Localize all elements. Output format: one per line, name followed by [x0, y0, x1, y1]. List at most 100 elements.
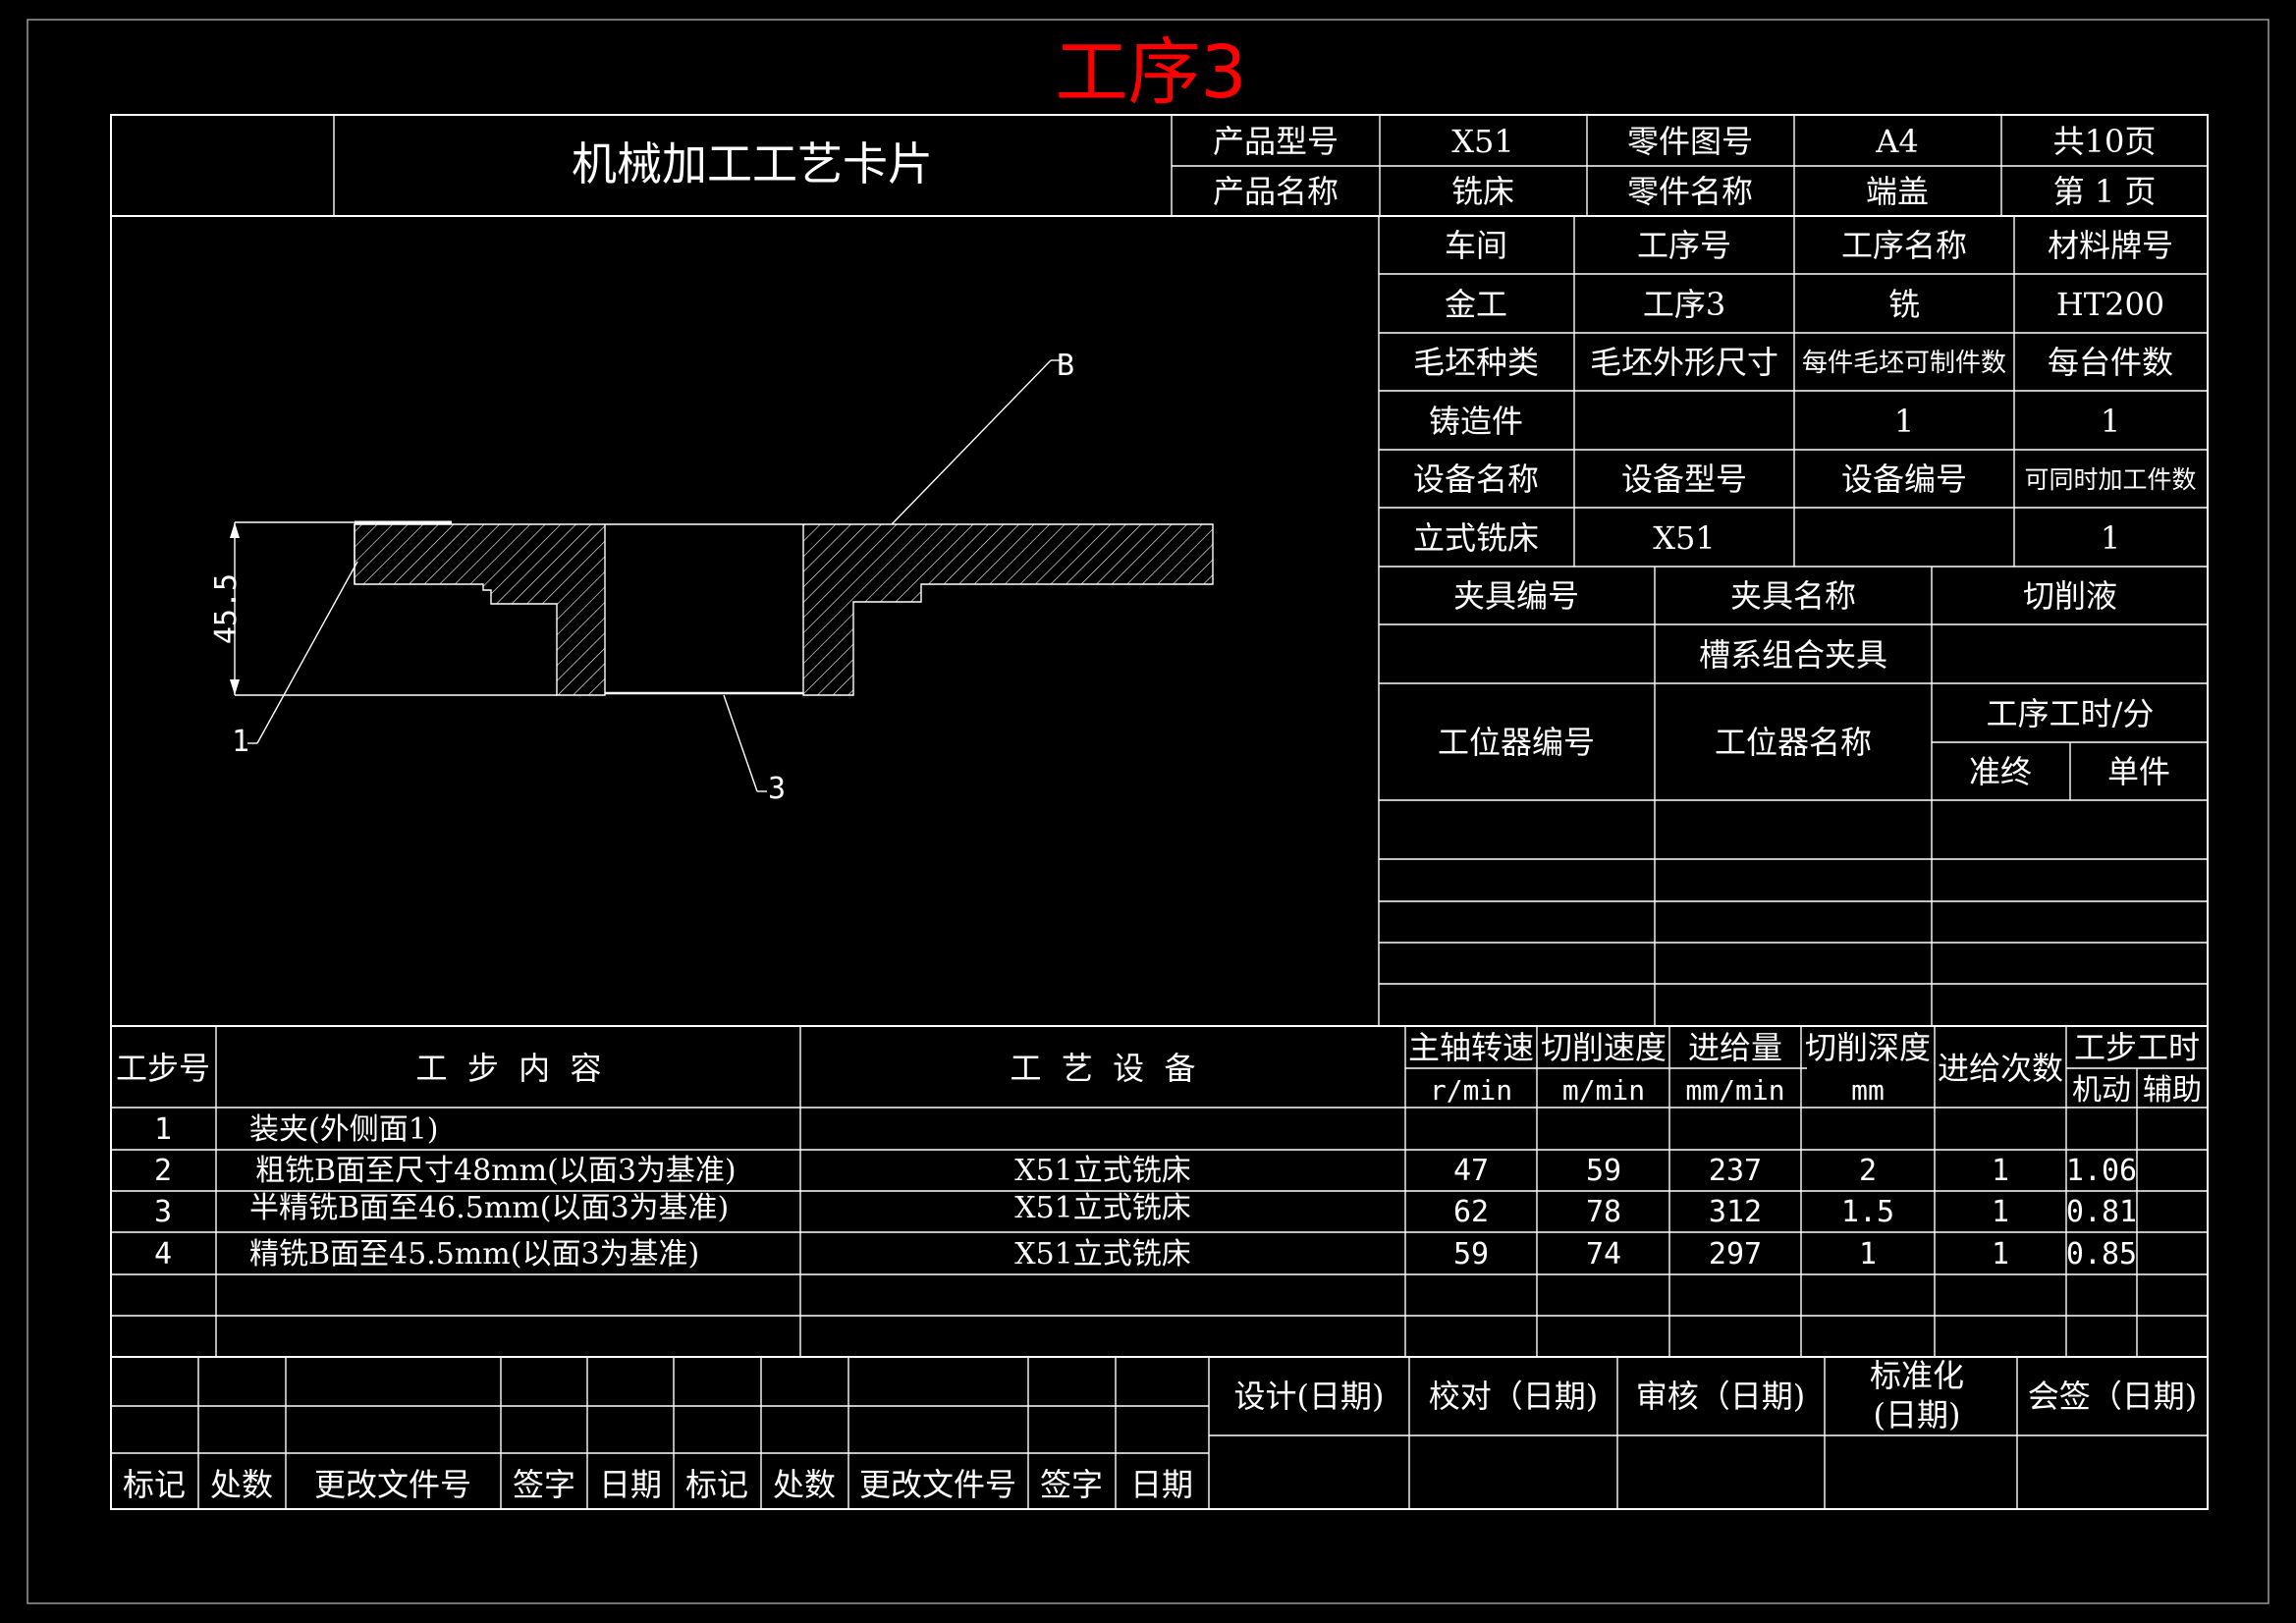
label-3: 3	[768, 772, 786, 806]
value-workshop: 金工	[1445, 286, 1507, 323]
dim-arrow-top	[230, 522, 240, 538]
section-outline	[354, 523, 1214, 696]
step-table-header: 工步号 工 步 内 容 工 艺 设 备 主轴转速 r/min 切削速度 m/mi…	[116, 1029, 2202, 1108]
step-machine-time: 0.81	[2066, 1195, 2137, 1229]
step-equipment: X51立式铣床	[1014, 1237, 1191, 1271]
label-material: 材料牌号	[2048, 227, 2173, 264]
value-fixture-name: 槽系组合夹具	[1699, 636, 1887, 674]
header-cutting-speed: 切削速度	[1541, 1029, 1667, 1066]
header-step-no: 工步号	[116, 1050, 210, 1087]
label-simultaneous-parts: 可同时加工件数	[2024, 465, 2196, 494]
step-equipment: X51立式铣床	[1014, 1154, 1191, 1188]
value-simultaneous-parts: 1	[2101, 519, 2120, 557]
table-row: 4 精铣B面至45.5mm(以面3为基准) X51立式铣床 59 74 297 …	[154, 1237, 2137, 1271]
part-sketch: 45.5 B 1 3	[209, 349, 1214, 806]
header-cutting-speed-unit: m/min	[1562, 1074, 1645, 1107]
label-unit-time: 单件	[2107, 753, 2170, 790]
label-setup-time: 准终	[1969, 753, 2032, 790]
rev-label-count: 处数	[210, 1466, 273, 1503]
leader-b	[891, 359, 1052, 525]
table-row: 2 粗铣B面至尺寸48mm(以面3为基准) X51立式铣床 47 59 237 …	[154, 1154, 2137, 1188]
dim-arrow-bottom	[230, 679, 240, 695]
header-spindle-speed: 主轴转速	[1408, 1029, 1534, 1066]
step-speed: 62	[1453, 1195, 1489, 1229]
label-process-time: 工序工时/分	[1987, 695, 2155, 732]
revision-labels: 标记 处数 更改文件号 签字 日期 标记 处数 更改文件号 签字 日期	[123, 1466, 1193, 1503]
sign-standardize-date: (日期)	[1874, 1396, 1961, 1434]
header-equipment: 工 艺 设 备	[1010, 1050, 1195, 1087]
label-station-no: 工位器编号	[1438, 724, 1595, 761]
label-part-drawing-no: 零件图号	[1627, 123, 1753, 160]
step-content: 精铣B面至45.5mm(以面3为基准)	[249, 1237, 699, 1271]
info-row-3: 设备名称 设备型号 设备编号 可同时加工件数 立式铣床 X51 1	[1413, 460, 2197, 557]
step-no: 2	[154, 1154, 172, 1188]
leader-3	[723, 694, 758, 792]
table-row: 3 半精铣B面至46.5mm(以面3为基准) X51立式铣床 62 78 312…	[154, 1191, 2137, 1229]
sign-standardize: 标准化	[1870, 1357, 1964, 1394]
value-product-model: X51	[1451, 123, 1514, 160]
rev-label-date-2: 日期	[1130, 1466, 1193, 1503]
label-coolant: 切削液	[2023, 577, 2117, 615]
rev-label-count-2: 处数	[773, 1466, 836, 1503]
step-feed: 297	[1709, 1237, 1762, 1271]
header-passes: 进给次数	[1938, 1050, 2063, 1087]
step-content: 半精铣B面至46.5mm(以面3为基准)	[249, 1191, 729, 1225]
step-cut-speed: 74	[1586, 1237, 1621, 1271]
step-table-grid	[111, 1025, 2208, 1358]
step-cut-speed: 59	[1586, 1154, 1621, 1188]
step-speed: 59	[1453, 1237, 1489, 1271]
header-cut-depth: 切削深度	[1805, 1029, 1931, 1066]
rev-label-mark: 标记	[123, 1466, 186, 1503]
step-equipment: X51立式铣床	[1014, 1191, 1191, 1225]
total-pages: 共10页	[2053, 123, 2157, 160]
info-row-2: 毛坯种类 毛坯外形尺寸 每件毛坯可制件数 每台件数 铸造件 1 1	[1413, 344, 2173, 440]
value-process-no: 工序3	[1643, 286, 1725, 323]
step-passes: 1	[1992, 1154, 2009, 1188]
dimension-label: 45.5	[209, 573, 244, 644]
signoff-labels: 设计(日期) 校对（日期) 审核（日期) 标准化 (日期) 会签（日期)	[1234, 1357, 2198, 1434]
rev-label-doc: 更改文件号	[314, 1466, 471, 1503]
value-blank-type: 铸造件	[1429, 403, 1523, 440]
label-equipment-name: 设备名称	[1413, 460, 1539, 498]
header-spindle-speed-unit: r/min	[1430, 1074, 1512, 1107]
value-process-name: 铣	[1888, 286, 1920, 323]
rev-label-date: 日期	[599, 1466, 662, 1503]
sign-check: 校对（日期)	[1429, 1378, 1599, 1415]
label-b: B	[1057, 349, 1074, 383]
label-parts-per-unit: 每台件数	[2048, 344, 2173, 381]
value-parts-per-unit: 1	[2101, 403, 2120, 440]
info-grid	[1378, 216, 2208, 1026]
label-station-name: 工位器名称	[1715, 724, 1872, 761]
value-part-drawing-no: A4	[1875, 123, 1918, 160]
page-number: 第 1 页	[2053, 173, 2157, 210]
step-no: 4	[154, 1237, 172, 1271]
rev-label-sign-2: 签字	[1040, 1466, 1103, 1503]
step-depth: 2	[1859, 1154, 1877, 1188]
header-feed: 进给量	[1688, 1029, 1782, 1066]
step-depth: 1	[1859, 1237, 1877, 1271]
step-feed: 237	[1709, 1154, 1762, 1188]
label-product-model: 产品型号	[1213, 123, 1339, 160]
step-depth: 1.5	[1841, 1195, 1894, 1229]
header-aux-time: 辅助	[2143, 1073, 2202, 1108]
sign-review: 审核（日期)	[1636, 1378, 1806, 1415]
header-machine-time: 机动	[2072, 1073, 2131, 1108]
label-parts-per-blank: 每件毛坯可制件数	[1802, 349, 2006, 378]
rev-label-sign: 签字	[513, 1466, 575, 1503]
label-workshop: 车间	[1445, 227, 1507, 264]
step-passes: 1	[1992, 1237, 2009, 1271]
revision-grid	[111, 1357, 2208, 1509]
label-blank-size: 毛坯外形尺寸	[1590, 344, 1778, 381]
label-process-name: 工序名称	[1841, 227, 1967, 264]
label-1: 1	[232, 725, 249, 759]
value-parts-per-blank: 1	[1894, 403, 1914, 440]
card-title: 机械加工工艺卡片	[572, 137, 933, 190]
sheet-title: 工序3	[1055, 30, 1246, 115]
value-equipment-name: 立式铣床	[1413, 519, 1539, 557]
label-equipment-model: 设备型号	[1621, 460, 1747, 498]
label-fixture-name: 夹具名称	[1730, 577, 1856, 615]
card-frame	[110, 114, 2209, 1510]
table-row: 1 装夹(外侧面1)	[154, 1112, 439, 1147]
